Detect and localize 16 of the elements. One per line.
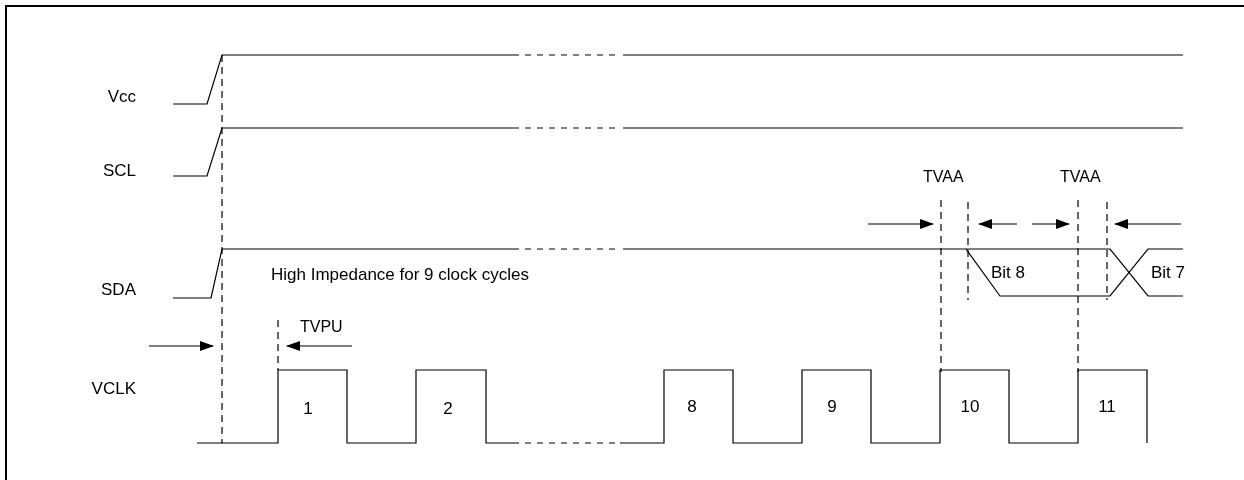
clock-cycle-number: 8 — [687, 397, 697, 415]
signal-name: SCL — [102, 161, 136, 179]
clock-cycle-number: 11 — [1098, 397, 1116, 415]
bit-label: Bit 7 — [1151, 263, 1186, 281]
signal-name: SDA — [101, 280, 136, 298]
timing-parameter: TVAA — [1060, 169, 1101, 185]
timing-parameter: TVPU — [300, 319, 343, 335]
timing-parameter: TVAA — [923, 169, 964, 185]
clock-cycle-number: 10 — [960, 397, 980, 415]
clock-cycle-number: 9 — [827, 397, 837, 415]
state-note: High Impedance for 9 clock cycles — [271, 265, 529, 283]
clock-cycle-number: 1 — [303, 399, 313, 417]
signal-name: Vcc — [107, 87, 136, 105]
clock-cycle-number: 2 — [443, 399, 453, 417]
bit-label: Bit 8 — [991, 263, 1025, 281]
signal-name: VCLK — [91, 379, 136, 397]
